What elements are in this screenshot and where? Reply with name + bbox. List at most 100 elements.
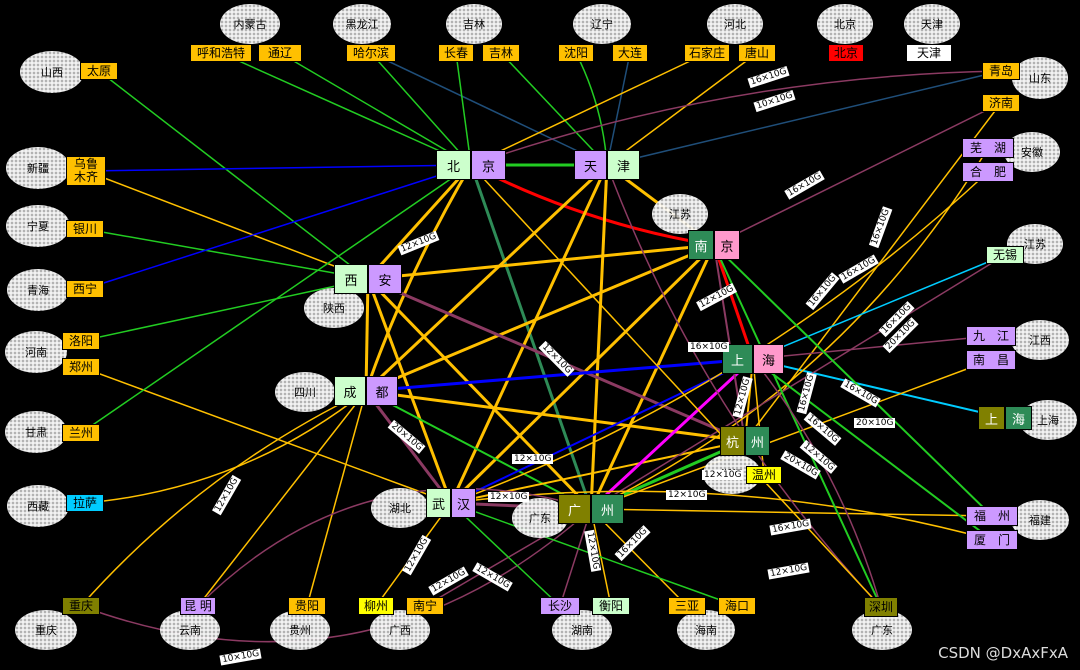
province-label: 甘肃 <box>25 426 47 439</box>
link-line <box>365 243 715 393</box>
province-label: 上海 <box>1037 414 1059 427</box>
province-cloud <box>7 485 69 527</box>
city-node-shijiazhuang: 石家庄 <box>684 44 730 62</box>
hub-node-shanghai-b: 海 <box>753 344 784 374</box>
province-cloud <box>160 610 220 650</box>
city-node-qingdao: 青岛 <box>982 62 1020 80</box>
city-node-wuxi: 无锡 <box>986 246 1024 264</box>
link-bandwidth-label: 12×10G <box>488 492 530 502</box>
link-line <box>590 147 989 510</box>
province-label: 广东 <box>871 624 893 637</box>
link-line <box>713 102 1002 246</box>
hub-node-hangzhou-b: 州 <box>745 426 770 456</box>
province-cloud <box>552 610 612 650</box>
link-line <box>470 70 1002 166</box>
city-node-jilin: 吉林 <box>482 44 520 62</box>
city-node-sanya: 三亚 <box>668 597 706 615</box>
city-node-haerbin: 哈尔滨 <box>346 44 396 62</box>
city-node-tianjin_s: 天津 <box>906 44 952 62</box>
link-bandwidth-label: 12×10G <box>666 490 708 500</box>
province-label: 河南 <box>25 346 47 359</box>
link-line <box>500 52 608 166</box>
link-line <box>752 358 882 608</box>
link-bandwidth-label: 12×10G <box>512 454 554 464</box>
link-line <box>589 164 609 510</box>
link-line <box>364 278 370 392</box>
province-cloud <box>5 411 67 453</box>
link-line <box>365 357 754 393</box>
link-line <box>80 164 472 434</box>
province-label: 湖南 <box>571 624 593 637</box>
hub-node-beijing-a: 北 <box>436 150 471 180</box>
link-bandwidth-label: 20×10G <box>854 418 896 428</box>
city-node-haikou: 海口 <box>718 597 756 615</box>
link-line <box>752 335 992 360</box>
province-cloud <box>304 288 364 328</box>
province-cloud <box>15 610 77 650</box>
province-cloud <box>677 610 735 650</box>
province-label: 内蒙古 <box>233 18 267 31</box>
hub-node-xian-b: 安 <box>368 264 402 294</box>
province-cloud <box>817 4 873 44</box>
hub-node-chengdu-a: 成 <box>334 376 366 406</box>
province-cloud <box>1011 320 1069 360</box>
city-node-xining: 西宁 <box>66 280 104 298</box>
city-node-nanning: 南宁 <box>406 597 444 615</box>
city-node-hefei: 合 肥 <box>962 162 1014 182</box>
province-label: 宁夏 <box>27 220 49 233</box>
link-line <box>84 390 367 504</box>
province-label: 江苏 <box>669 208 691 221</box>
province-label: 山东 <box>1029 72 1051 85</box>
province-cloud <box>270 610 330 650</box>
link-line <box>752 254 1006 360</box>
hub-node-shanghai2-a: 上 <box>978 406 1005 430</box>
city-node-liuzhou: 柳州 <box>358 597 394 615</box>
city-node-lasa: 拉萨 <box>66 494 104 512</box>
city-node-nanchang: 南 昌 <box>966 350 1016 370</box>
province-label: 江西 <box>1029 334 1051 347</box>
province-cloud <box>275 372 335 412</box>
city-node-taiyuan: 太原 <box>80 62 118 80</box>
province-label: 广东 <box>529 512 551 525</box>
link-line <box>80 278 369 342</box>
hub-node-wuhan-a: 武 <box>426 488 451 518</box>
link-line <box>589 244 716 510</box>
link-line <box>85 170 369 280</box>
hub-node-tianjin-a: 天 <box>574 150 607 180</box>
hub-node-chengdu-b: 都 <box>366 376 398 406</box>
city-node-tongliao: 通辽 <box>258 44 302 62</box>
province-cloud <box>371 488 429 528</box>
province-label: 辽宁 <box>591 18 613 31</box>
city-node-yinchuan: 银川 <box>66 220 104 238</box>
province-label: 安徽 <box>1021 146 1043 159</box>
city-node-changsha: 长沙 <box>540 597 580 615</box>
hub-node-guangzhou-a: 广 <box>558 494 591 524</box>
city-node-tangshan: 唐山 <box>738 44 776 62</box>
province-cloud <box>20 51 84 93</box>
link-bandwidth-label: 12×10G <box>702 470 744 480</box>
link-line <box>98 70 369 280</box>
link-line <box>590 359 992 510</box>
link-line <box>469 164 593 510</box>
province-label: 西藏 <box>27 500 49 513</box>
link-line <box>306 390 367 607</box>
link-line <box>367 243 715 281</box>
province-label: 广西 <box>389 624 411 637</box>
province-cloud <box>652 194 708 234</box>
province-label: 河北 <box>724 18 746 31</box>
link-bandwidth-label: 16×10G <box>688 342 730 352</box>
link-line <box>80 366 452 504</box>
city-node-wenzhou: 温州 <box>746 466 782 484</box>
link-line <box>220 52 472 166</box>
city-node-beijing_s: 北京 <box>828 44 864 62</box>
city-node-huhehaote: 呼和浩特 <box>190 44 252 62</box>
province-cloud <box>7 269 69 311</box>
city-node-wulumuqi: 乌鲁 木齐 <box>66 156 106 186</box>
city-node-jiujiang: 九 江 <box>966 326 1016 346</box>
city-node-kunming: 昆 明 <box>180 597 216 615</box>
province-cloud <box>333 4 391 44</box>
link-line <box>713 244 993 517</box>
province-cloud <box>220 4 280 44</box>
